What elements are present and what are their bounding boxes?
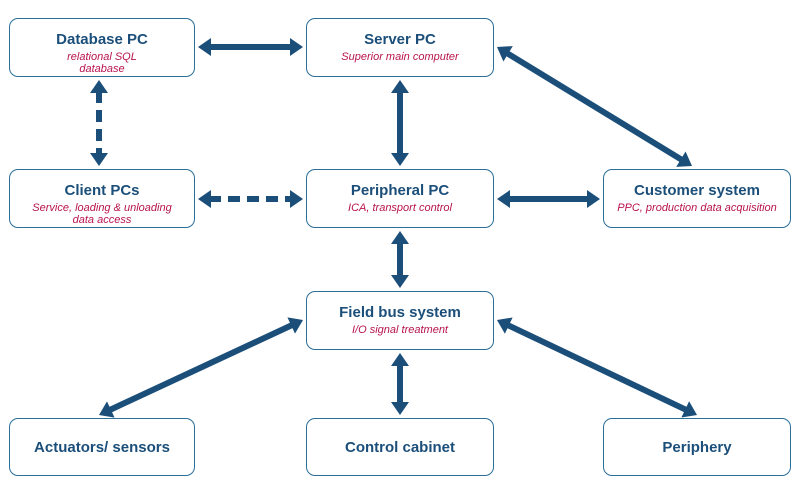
node-title: Periphery bbox=[662, 438, 732, 456]
server-pc-node: Server PC Superior main computer bbox=[306, 18, 494, 77]
arrowhead bbox=[497, 190, 510, 208]
arrowhead bbox=[290, 38, 303, 56]
peripheral-pc-node: Peripheral PC ICA, transport control bbox=[306, 169, 494, 228]
node-title: Field bus system bbox=[339, 304, 461, 321]
field-bus-system-node: Field bus system I/O signal treatment bbox=[306, 291, 494, 350]
arrowhead bbox=[287, 317, 303, 334]
customer-system-node: Customer system PPC, production data acq… bbox=[603, 169, 791, 228]
periphery-node: Periphery bbox=[603, 418, 791, 476]
arrowhead bbox=[391, 80, 409, 93]
node-subtitle: relational SQL bbox=[67, 51, 137, 63]
node-title: Control cabinet bbox=[344, 438, 455, 456]
node-subtitle: PPC, production data acquisition bbox=[617, 202, 777, 214]
arrowhead bbox=[198, 190, 211, 208]
arrowhead bbox=[587, 190, 600, 208]
actuators-sensors-node: Actuators/ sensors bbox=[9, 418, 195, 476]
arrowhead bbox=[497, 46, 513, 62]
node-subtitle: I/O signal treatment bbox=[352, 324, 448, 336]
node-subtitle: Superior main computer bbox=[341, 51, 459, 63]
connection-fieldbus-actuators bbox=[99, 317, 303, 418]
node-title: Actuators/ sensors bbox=[34, 438, 170, 456]
arrowhead bbox=[681, 401, 697, 418]
connection-server-customer bbox=[497, 46, 692, 167]
arrowhead bbox=[90, 80, 108, 93]
node-title: Customer system bbox=[634, 182, 760, 199]
connection-fieldbus-cabinet bbox=[391, 353, 409, 415]
connection-server-peripheral bbox=[391, 80, 409, 166]
node-subtitle: database bbox=[79, 63, 125, 75]
connection-peripheral-fieldbus bbox=[391, 231, 409, 288]
link-line bbox=[504, 50, 685, 163]
connection-peripheral-customer bbox=[497, 190, 600, 208]
connection-database-server bbox=[198, 38, 303, 56]
arrowhead bbox=[391, 275, 409, 288]
node-title: Client PCs bbox=[64, 182, 140, 199]
link-line bbox=[107, 321, 295, 414]
link-line bbox=[505, 322, 689, 413]
connection-client-peripheral bbox=[198, 190, 303, 208]
arrowhead bbox=[676, 151, 692, 167]
arrowhead bbox=[391, 231, 409, 244]
node-title: Database PC bbox=[56, 31, 148, 48]
node-title: Peripheral PC bbox=[350, 182, 450, 199]
node-title: Server PC bbox=[364, 31, 436, 48]
client-pcs-node: Client PCs Service, loading & unloading … bbox=[9, 169, 195, 228]
arrowhead bbox=[290, 190, 303, 208]
arrowhead bbox=[497, 317, 513, 334]
control-cabinet-node: Control cabinet bbox=[306, 418, 494, 476]
connection-fieldbus-periphery bbox=[497, 317, 697, 418]
node-subtitle: Service, loading & unloading bbox=[32, 202, 172, 214]
arrowhead bbox=[391, 402, 409, 415]
node-subtitle: data access bbox=[72, 214, 132, 226]
database-pc-node: Database PC relational SQL database bbox=[9, 18, 195, 77]
node-subtitle: ICA, transport control bbox=[348, 202, 452, 214]
arrowhead bbox=[391, 153, 409, 166]
arrowhead bbox=[99, 401, 115, 418]
connection-database-client bbox=[90, 80, 108, 166]
arrowhead bbox=[198, 38, 211, 56]
arrowhead bbox=[90, 153, 108, 166]
arrowhead bbox=[391, 353, 409, 366]
